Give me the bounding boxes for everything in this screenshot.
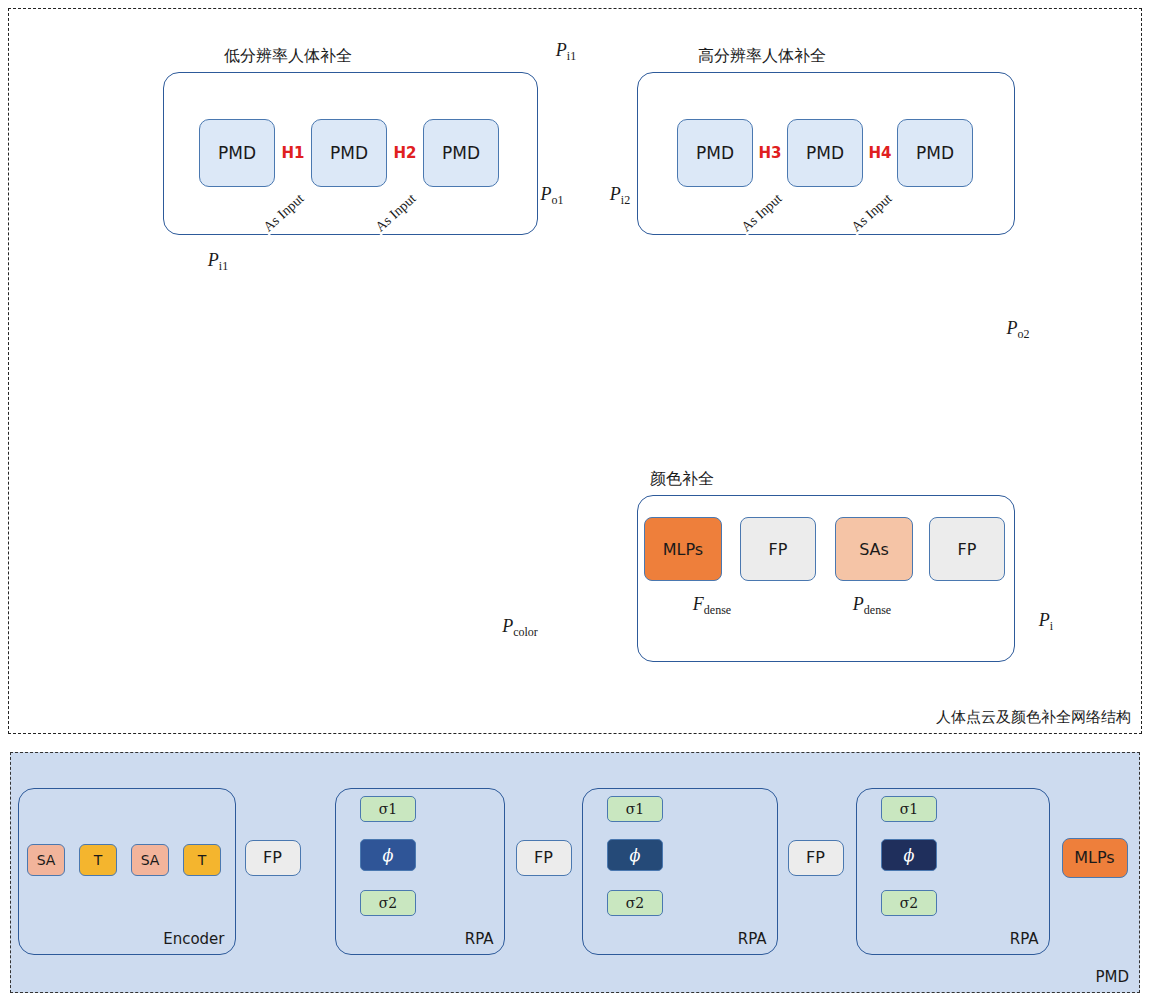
group-label: RPA	[738, 930, 767, 948]
layer-box: FP	[245, 840, 301, 876]
group-label: PMD	[1095, 968, 1129, 986]
group-heading: 颜色补全	[650, 469, 714, 490]
gate-box: ϕ	[360, 839, 416, 871]
layer-box: FP	[788, 840, 844, 876]
stage-group: 颜色补全MLPsFPSAsFP	[637, 495, 1015, 662]
signal-name: Po1	[541, 184, 564, 209]
signal-name: Pi	[1039, 610, 1053, 635]
box-label: SA	[141, 852, 160, 868]
gate-box: σ2	[881, 890, 937, 916]
box-label: σ2	[626, 895, 644, 911]
gate-box: σ2	[607, 890, 663, 916]
gate-box: σ1	[360, 796, 416, 822]
box-label: σ1	[379, 801, 397, 817]
box-label: FP	[958, 540, 977, 559]
process-box: FP	[929, 517, 1005, 581]
signal-name: Pi1	[556, 40, 576, 65]
edge-label: H3	[757, 144, 784, 162]
box-label: PMD	[330, 143, 368, 163]
signal-name: Po2	[1007, 318, 1030, 343]
gate-box: ϕ	[881, 839, 937, 871]
box-label: PMD	[806, 143, 844, 163]
signal-name: Pi2	[610, 184, 630, 209]
box-label: PMD	[442, 143, 480, 163]
layer-box: SA	[27, 844, 65, 876]
box-label: σ2	[900, 895, 918, 911]
detail-panel: PMD Encoder SA T SA T FP RPA σ1 ϕ σ2 FP RPA σ1 ϕ σ2 FP RP…	[10, 752, 1140, 993]
box-label: σ2	[379, 895, 397, 911]
process-box: MLPs	[644, 517, 722, 581]
group-label: Encoder	[163, 930, 224, 948]
stage-group: 低分辨率人体补全PMDPMDPMD	[163, 72, 538, 235]
box-label: T	[198, 852, 207, 868]
edge-label: H4	[867, 144, 894, 162]
box-label: SA	[37, 852, 56, 868]
box-label: PMD	[696, 143, 734, 163]
module-group: RPA σ1 ϕ σ2	[856, 788, 1050, 955]
stage-group: 高分辨率人体补全PMDPMDPMD	[637, 72, 1015, 235]
edge-label: H1	[280, 144, 307, 162]
box-label: MLPs	[1074, 848, 1114, 867]
box-label: MLPs	[663, 540, 703, 559]
layer-box: SA	[131, 844, 169, 876]
process-box: PMD	[423, 119, 499, 187]
box-label: FP	[263, 848, 282, 867]
box-label: FP	[806, 848, 825, 867]
process-box: PMD	[677, 119, 753, 187]
layer-box: MLPs	[1062, 838, 1128, 878]
signal-name: Pcolor	[502, 616, 538, 641]
gate-box: σ1	[881, 796, 937, 822]
gate-box: ϕ	[607, 839, 663, 871]
box-label: σ1	[626, 801, 644, 817]
group-label: RPA	[465, 930, 494, 948]
module-group: Encoder SA T SA T	[18, 788, 236, 955]
box-label: PMD	[916, 143, 954, 163]
process-box: PMD	[897, 119, 973, 187]
box-label: PMD	[218, 143, 256, 163]
box-label: FP	[769, 540, 788, 559]
outer-frame: 人体点云及颜色补全网络结构 低分辨率人体补全 PMD PMD PMD 高分辨率人体补全 PM…	[8, 8, 1142, 734]
gate-box: σ1	[607, 796, 663, 822]
process-box: PMD	[787, 119, 863, 187]
box-label: SAs	[859, 540, 889, 559]
module-group: RPA σ1 ϕ σ2	[582, 788, 778, 955]
group-label: RPA	[1010, 930, 1039, 948]
edge-label: H2	[392, 144, 419, 162]
box-label: ϕ	[630, 846, 641, 865]
layer-box: T	[79, 844, 117, 876]
group-label: 人体点云及颜色补全网络结构	[936, 708, 1131, 727]
box-label: ϕ	[383, 846, 394, 865]
layer-box: T	[183, 844, 221, 876]
layer-box: FP	[516, 840, 572, 876]
signal-name: Pdense	[853, 594, 891, 619]
signal-name: Pi1	[208, 250, 228, 275]
process-box: PMD	[199, 119, 275, 187]
group-heading: 低分辨率人体补全	[224, 46, 352, 67]
process-box: SAs	[835, 517, 913, 581]
signal-name: Fdense	[693, 594, 731, 619]
box-label: FP	[534, 848, 553, 867]
process-box: PMD	[311, 119, 387, 187]
box-label: ϕ	[904, 846, 915, 865]
process-box: FP	[740, 517, 816, 581]
module-group: RPA σ1 ϕ σ2	[335, 788, 505, 955]
box-label: σ1	[900, 801, 918, 817]
group-heading: 高分辨率人体补全	[698, 46, 826, 67]
gate-box: σ2	[360, 890, 416, 916]
box-label: T	[94, 852, 103, 868]
